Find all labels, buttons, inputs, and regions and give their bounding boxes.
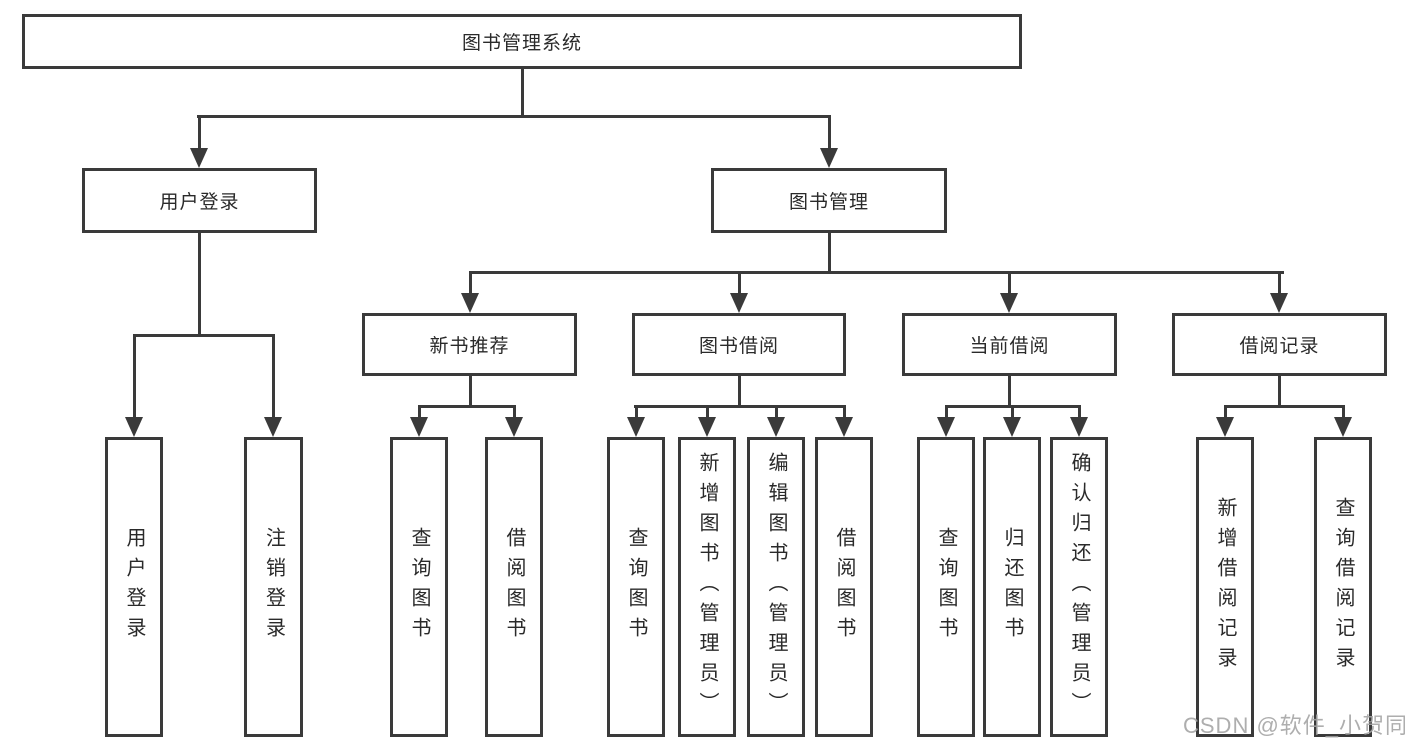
- arrowhead-leaf-return-books: [1003, 417, 1021, 437]
- arrowhead-leaf-logout: [264, 417, 282, 437]
- node-root-label: 图书管理系统: [461, 33, 582, 54]
- connector-current-borrow-stem: [1008, 273, 1011, 294]
- leaf-recommend-query-books-label: 查询图书: [408, 527, 430, 647]
- arrowhead-leaf-add-books: [698, 417, 716, 437]
- connector-leaf-stem: [1011, 407, 1014, 419]
- arrowhead-leaf-edit-books: [767, 417, 785, 437]
- connector-new-book-rail: [418, 405, 516, 408]
- connector-leaf-stem: [1342, 407, 1345, 419]
- leaf-recommend-borrow-books: 借阅图书: [485, 437, 543, 737]
- connector-borrow-records-rail: [1224, 405, 1345, 408]
- connector-leaf-stem: [513, 407, 516, 419]
- leaf-add-books-admin-label: 新增图书（管理员）: [696, 452, 718, 722]
- leaf-recommend-borrow-books-label: 借阅图书: [503, 527, 525, 647]
- leaf-logout-label: 注销登录: [262, 527, 285, 647]
- leaf-user-login-label: 用户登录: [123, 527, 145, 647]
- connector-new-book-stem: [469, 273, 472, 294]
- connector-user-login-rail: [133, 334, 275, 337]
- arrowhead-current-borrow: [1000, 293, 1018, 313]
- node-user-login: 用户登录: [82, 168, 317, 233]
- leaf-recommend-query-books: 查询图书: [390, 437, 448, 737]
- arrowhead-leaf-user-login: [125, 417, 143, 437]
- connector-current-borrow-down: [1008, 376, 1011, 407]
- arrowhead-leaf-query-record: [1334, 417, 1352, 437]
- arrowhead-book-borrow: [730, 293, 748, 313]
- connector-level2-rail: [469, 271, 1284, 274]
- arrowhead-leaf-borrow-books: [835, 417, 853, 437]
- connector-new-book-down: [469, 376, 472, 407]
- leaf-return-books-label: 归还图书: [1001, 527, 1023, 647]
- leaf-current-query-books-label: 查询图书: [935, 527, 957, 647]
- connector-root-stem: [521, 69, 524, 117]
- node-borrow-records-label: 借阅记录: [1239, 336, 1320, 357]
- connector-leaf-stem: [843, 407, 846, 419]
- node-current-borrow-label: 当前借阅: [969, 336, 1050, 357]
- node-root-library-system: 图书管理系统: [22, 14, 1022, 69]
- leaf-query-borrow-record: 查询借阅记录: [1314, 437, 1372, 737]
- node-new-book-recommend: 新书推荐: [362, 313, 577, 376]
- arrowhead-leaf-borrow-query: [627, 417, 645, 437]
- connector-level1-rail: [197, 115, 831, 118]
- leaf-borrow-query-books-label: 查询图书: [625, 527, 647, 647]
- arrowhead-leaf-add-record: [1216, 417, 1234, 437]
- arrowhead-leaf-recommend-query: [410, 417, 428, 437]
- arrowhead-leaf-current-query: [937, 417, 955, 437]
- connector-borrow-records-down: [1278, 376, 1281, 407]
- leaf-user-login: 用户登录: [105, 437, 163, 737]
- connector-book-borrow-rail: [634, 405, 846, 408]
- connector-user-login-stem: [198, 117, 201, 149]
- connector-leaf-stem: [945, 407, 948, 419]
- arrowhead-leaf-confirm-return: [1070, 417, 1088, 437]
- connector-leaf-stem: [1078, 407, 1081, 419]
- node-borrow-records: 借阅记录: [1172, 313, 1387, 376]
- connector-leaf-stem: [418, 407, 421, 419]
- connector-book-mgmt-down: [828, 233, 831, 274]
- leaf-borrow-books-label: 借阅图书: [833, 527, 855, 647]
- connector-leaf-stem: [775, 407, 778, 419]
- connector-user-login-down: [198, 232, 201, 336]
- connector-book-borrow-down: [738, 376, 741, 407]
- leaf-add-books-admin: 新增图书（管理员）: [678, 437, 736, 737]
- arrowhead-new-book: [461, 293, 479, 313]
- connector-book-mgmt-stem: [828, 117, 831, 149]
- arrowhead-book-mgmt: [820, 148, 838, 168]
- leaf-logout: 注销登录: [244, 437, 303, 737]
- connector-book-borrow-stem: [738, 273, 741, 294]
- connector-leaf-stem: [1224, 407, 1227, 419]
- leaf-borrow-query-books: 查询图书: [607, 437, 665, 737]
- leaf-edit-books-admin: 编辑图书（管理员）: [747, 437, 805, 737]
- node-book-management-label: 图书管理: [788, 192, 869, 213]
- node-book-borrow: 图书借阅: [632, 313, 846, 376]
- csdn-watermark: CSDN @软件_小贺同学: [1183, 713, 1405, 738]
- leaf-confirm-return-admin: 确认归还（管理员）: [1050, 437, 1108, 737]
- node-current-borrow: 当前借阅: [902, 313, 1117, 376]
- arrowhead-leaf-recommend-borrow: [505, 417, 523, 437]
- leaf-return-books: 归还图书: [983, 437, 1041, 737]
- leaf-edit-books-admin-label: 编辑图书（管理员）: [765, 452, 787, 722]
- node-book-borrow-label: 图书借阅: [698, 336, 779, 357]
- arrowhead-user-login: [190, 148, 208, 168]
- leaf-current-query-books: 查询图书: [917, 437, 975, 737]
- node-new-book-recommend-label: 新书推荐: [429, 336, 510, 357]
- node-user-login-label: 用户登录: [159, 192, 240, 213]
- connector-leaf-stem: [706, 407, 709, 419]
- connector-leaf-logout-stem: [272, 336, 275, 418]
- connector-current-borrow-rail: [945, 405, 1081, 408]
- leaf-query-borrow-record-label: 查询借阅记录: [1332, 497, 1354, 677]
- leaf-confirm-return-admin-label: 确认归还（管理员）: [1068, 452, 1090, 722]
- leaf-add-borrow-record: 新增借阅记录: [1196, 437, 1254, 737]
- leaf-borrow-books: 借阅图书: [815, 437, 873, 737]
- arrowhead-borrow-records: [1270, 293, 1288, 313]
- leaf-add-borrow-record-label: 新增借阅记录: [1214, 497, 1236, 677]
- node-book-management: 图书管理: [711, 168, 947, 233]
- connector-leaf-stem: [635, 407, 638, 419]
- connector-leaf-user-login-stem: [133, 336, 136, 418]
- connector-borrow-records-stem: [1278, 273, 1281, 294]
